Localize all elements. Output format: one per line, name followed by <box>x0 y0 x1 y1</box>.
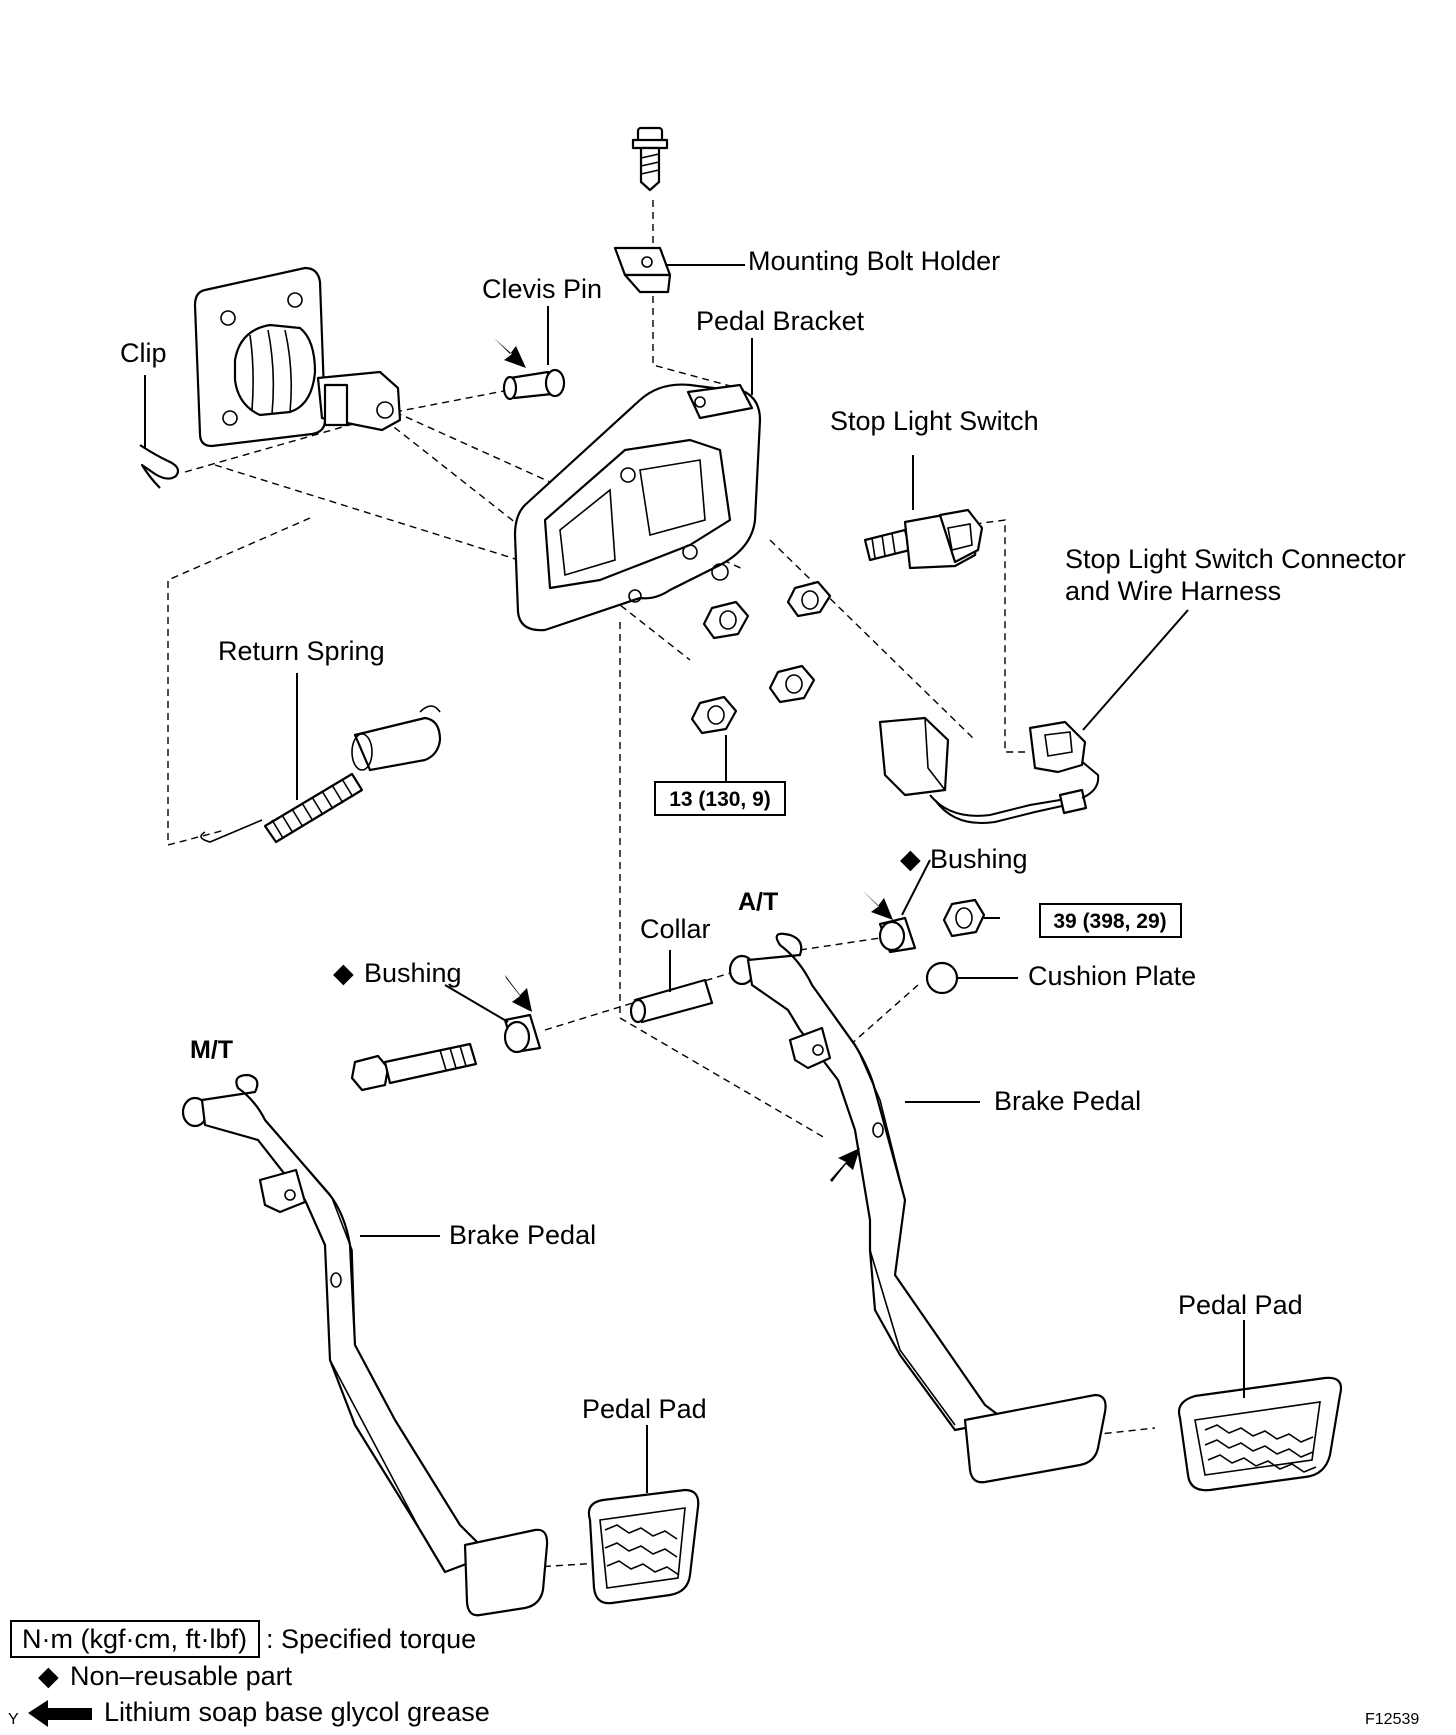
legend-torque-desc: : Specified torque <box>266 1624 476 1654</box>
label-clevis-pin: Clevis Pin <box>482 274 602 304</box>
diamond-icon: ◆ <box>333 958 354 988</box>
nut-4 <box>690 695 738 735</box>
nut-1 <box>786 580 832 618</box>
nut-2 <box>702 600 750 640</box>
label-pedal-pad-mt: Pedal Pad <box>582 1394 707 1424</box>
label-stop-light-switch: Stop Light Switch <box>830 406 1039 436</box>
bushing-at <box>878 916 917 954</box>
diamond-icon: ◆ <box>900 844 921 874</box>
legend: N·m (kgf·cm, ft·lbf) : Specified torque … <box>8 1620 490 1728</box>
label-at: A/T <box>738 888 778 916</box>
return-spring-part <box>200 705 442 844</box>
nut-3 <box>768 664 816 704</box>
grease-arrow-bushing-at-icon <box>860 888 893 920</box>
legend-grease: Lithium soap base glycol grease <box>104 1697 490 1727</box>
cushion-plate-part <box>925 961 959 995</box>
label-mt: M/T <box>190 1036 233 1064</box>
master-cylinder-plate <box>193 266 402 448</box>
pedal-bracket-part <box>513 383 762 632</box>
label-bushing-at: Bushing <box>930 844 1028 874</box>
connector-wire-harness-part <box>878 716 1100 824</box>
label-bushing-mt: Bushing <box>364 958 462 988</box>
legend-grease-prefix: Y <box>8 1711 19 1728</box>
label-pedal-bracket: Pedal Bracket <box>696 306 865 336</box>
diamond-icon: ◆ <box>38 1661 59 1691</box>
legend-torque-unit: N·m (kgf·cm, ft·lbf) <box>22 1624 247 1654</box>
clip-part <box>139 444 180 489</box>
label-return-spring: Return Spring <box>218 636 385 666</box>
torque-pedal-bolt-value: 39 (398, 29) <box>1053 910 1166 933</box>
brake-pedal-at-part <box>728 932 1107 1484</box>
figure-code: F12539 <box>1365 1711 1419 1728</box>
torque-nuts-value: 13 (130, 9) <box>669 788 771 811</box>
label-clip: Clip <box>120 338 167 368</box>
torque-box-nuts: 13 (130, 9) <box>654 781 786 816</box>
grease-arrow-bushing-mt-icon <box>505 975 532 1012</box>
bushing-mt <box>503 1013 542 1054</box>
stop-light-switch-part <box>863 508 984 570</box>
grease-arrow-clevis-icon <box>492 336 526 368</box>
pedal-bolt-nut <box>942 898 1000 938</box>
label-mounting-bolt-holder: Mounting Bolt Holder <box>748 246 1000 276</box>
clevis-pin-part <box>502 368 566 401</box>
label-switch-connector-line2: and Wire Harness <box>1065 576 1281 606</box>
label-pedal-pad-at: Pedal Pad <box>1178 1290 1303 1320</box>
leader-lines <box>144 264 1245 1493</box>
legend-nonreusable: Non–reusable part <box>70 1661 293 1691</box>
pedal-pad-at-part <box>1177 1376 1343 1492</box>
collar-part <box>629 978 714 1024</box>
assembly-dashed-lines <box>167 200 1156 1569</box>
brake-pedal-mt-part <box>181 1073 549 1617</box>
label-brake-pedal-mt: Brake Pedal <box>449 1220 596 1250</box>
mounting-bolt-holder <box>613 246 672 294</box>
label-switch-connector-line1: Stop Light Switch Connector <box>1065 544 1406 574</box>
mounting-bolt <box>631 126 669 192</box>
pivot-bolt <box>350 1042 478 1092</box>
label-brake-pedal-at: Brake Pedal <box>994 1086 1141 1116</box>
label-cushion-plate: Cushion Plate <box>1028 961 1196 991</box>
grease-arrow-pedal-icon <box>830 1148 860 1182</box>
torque-box-pedal-bolt: 39 (398, 29) <box>1039 903 1182 938</box>
label-collar: Collar <box>640 914 711 944</box>
pedal-pad-mt-part <box>587 1488 700 1605</box>
grease-arrow-icon <box>28 1700 92 1727</box>
